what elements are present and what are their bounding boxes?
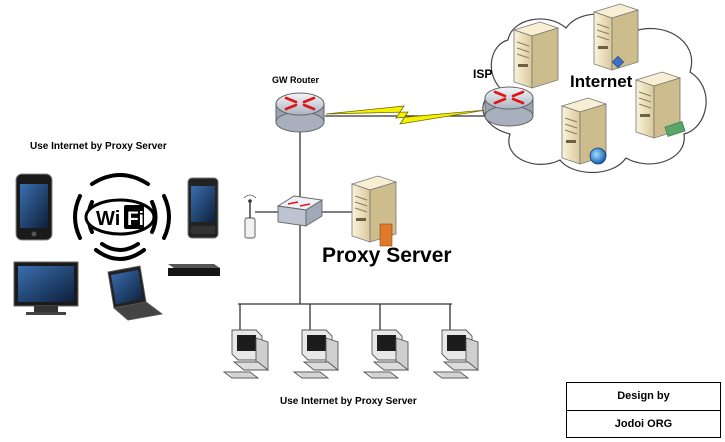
- tv-icon: [13, 261, 79, 315]
- firewall-icon: [379, 223, 393, 247]
- router-icon: [483, 85, 535, 128]
- internet-label: Internet: [570, 72, 633, 91]
- smartphone-icon: [187, 177, 219, 239]
- credit-line-1: Design by: [617, 390, 670, 402]
- lightning-link-icon: [325, 105, 487, 125]
- smartphone-icon: [15, 173, 53, 241]
- badge-icon: [611, 55, 625, 69]
- laptop-icon: [107, 265, 164, 321]
- wifi-fi-text: Fi: [127, 209, 144, 230]
- wifi-text: Wi: [96, 208, 120, 230]
- proxy-server-label: Proxy Server: [322, 244, 452, 267]
- cash-icon: [664, 121, 686, 137]
- use-internet-left-label: Use Internet by Proxy Server: [30, 141, 167, 152]
- desktop-pc-icon: [223, 329, 269, 379]
- switch-icon: [276, 195, 324, 227]
- credit-line-2: Jodoi ORG: [567, 410, 720, 438]
- isp-label: ISP: [473, 67, 493, 81]
- desktop-pc-icon: [433, 329, 479, 379]
- desktop-pc-icon: [293, 329, 339, 379]
- antenna-icon: [243, 194, 257, 239]
- desktop-pc-icon: [363, 329, 409, 379]
- wifi-logo-icon: Wi Fi: [73, 173, 171, 261]
- gw-router-label: GW Router: [272, 75, 319, 85]
- set-top-box-icon: [168, 264, 220, 276]
- server-icon: [513, 21, 559, 89]
- credit-box: Design by Jodoi ORG: [566, 382, 721, 438]
- router-icon: [274, 91, 326, 134]
- use-internet-bottom-label: Use Internet by Proxy Server: [280, 396, 417, 407]
- globe-icon: [589, 147, 607, 165]
